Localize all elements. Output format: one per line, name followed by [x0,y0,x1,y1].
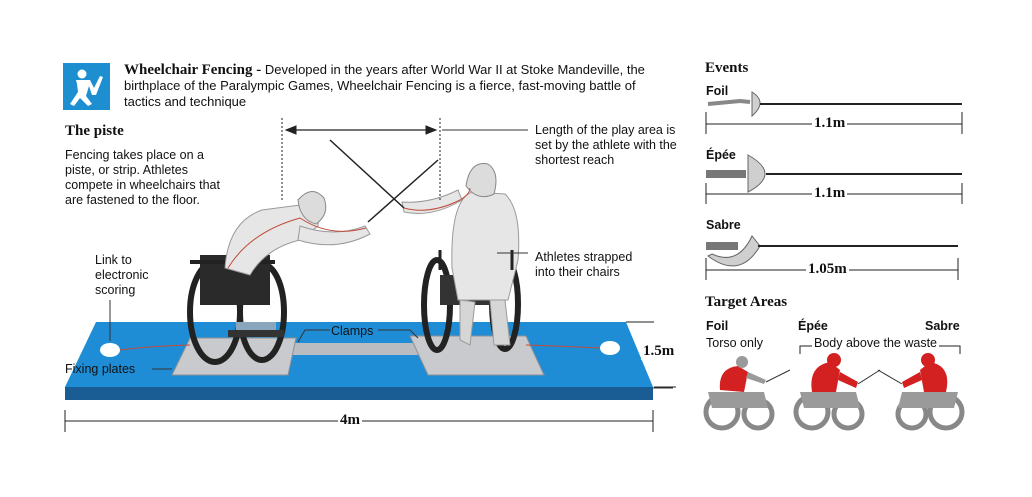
event-foil-length: 1.1m [812,115,848,132]
event-epee-length: 1.1m [812,185,848,202]
target-figure-sabre [877,353,965,431]
piste-width-value: 1.5m [641,343,677,360]
page-title: Wheelchair Fencing - [124,62,262,78]
target-sabre-label: Sabre [925,319,960,333]
event-sabre-length: 1.05m [806,261,849,278]
event-sabre-name: Sabre [706,218,741,232]
target-foil-label: Foil [706,319,729,333]
width-dimension [626,321,676,388]
reach-measurement [281,118,441,200]
label-link-scoring: Link to electronic scoring [95,253,149,297]
intro-block: Wheelchair Fencing - Developed in the ye… [124,62,669,110]
target-figure-epee [793,353,881,431]
label-fixing-plates: Fixing plates [65,362,136,376]
fencer-silhouette-icon [70,69,103,106]
piste-description: Fencing takes place on a piste, or strip… [65,148,220,207]
target-heading: Target Areas [705,294,788,310]
left-athlete [187,159,439,365]
target-foil-desc: Torso only [706,336,763,350]
piste-heading: The piste [65,123,124,139]
target-body-desc: Body above the waste [812,336,939,351]
piste-length-value: 4m [338,412,362,429]
label-clamps: Clamps [331,324,374,338]
target-figure-foil [703,356,791,431]
right-athlete [329,139,521,353]
event-epee-name: Épée [706,148,736,162]
label-athletes-strapped: Athletes strapped into their chairs [535,250,633,279]
label-play-area-length: Length of the play area is set by the at… [535,123,677,167]
intro-text: Developed in the years after World War I… [124,62,645,109]
event-foil-name: Foil [706,84,729,98]
target-epee-label: Épée [798,319,828,333]
events-heading: Events [705,60,749,76]
